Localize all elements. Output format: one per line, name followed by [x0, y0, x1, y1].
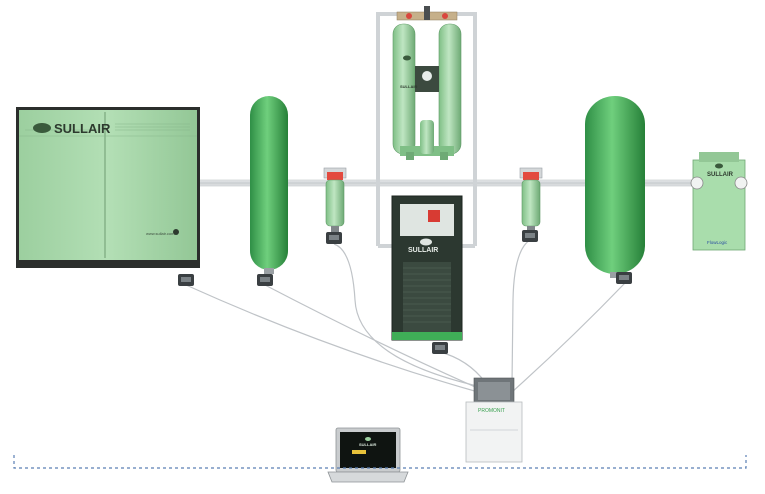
flow-controller-brand: SULLAIR: [707, 172, 734, 178]
dryer-vent-grille: [403, 262, 451, 332]
pressure-sensor-icon: [616, 272, 632, 284]
compressor-brand: SULLAIR: [54, 121, 111, 136]
dryer-panel-brand: SULLAIR: [400, 84, 417, 89]
pressure-gauge-icon: [690, 176, 704, 190]
compressor-url: www.sullair.com: [146, 231, 175, 236]
pressure-sensor-icon: [432, 342, 448, 354]
monitor-unit-label: PROMONIT: [478, 408, 505, 414]
sullair-logo-icon: [33, 123, 51, 133]
network-line: [13, 455, 747, 469]
air-receiver-tank-large: [585, 96, 645, 278]
laptop-brand: SULLAIR: [359, 442, 376, 447]
refrigerated-dryer: SULLAIR: [391, 195, 463, 341]
pressure-sensor-icon: [522, 230, 538, 242]
desiccant-dryer: SULLAIR: [392, 6, 462, 160]
sullair-logo-icon: [365, 437, 371, 441]
pressure-sensor-icon: [178, 274, 194, 286]
pressure-sensor-icon: [326, 232, 342, 244]
pressure-sensor-icon: [257, 274, 273, 286]
power-switch-icon: [428, 210, 440, 222]
sullair-logo-icon: [420, 238, 432, 246]
sullair-logo-icon: [403, 55, 411, 61]
refrigerated-dryer-brand: SULLAIR: [408, 247, 438, 254]
laptop: SULLAIR: [327, 427, 409, 483]
dryer-top-valves: [396, 6, 458, 21]
flow-controller-label: FlowLogic: [707, 240, 728, 245]
sensors: [178, 230, 632, 354]
air-compressor: SULLAIR www.sullair.com: [16, 107, 200, 268]
sullair-logo-icon: [715, 163, 723, 169]
air-receiver-tank-small: [250, 96, 288, 274]
line-filter-1: [323, 167, 347, 232]
monitoring-unit: PROMONIT: [465, 377, 523, 463]
flow-controller: SULLAIR FlowLogic: [690, 152, 748, 251]
pressure-gauge-icon: [734, 176, 748, 190]
power-knob-icon: [173, 229, 179, 235]
line-filter-2: [519, 167, 543, 232]
